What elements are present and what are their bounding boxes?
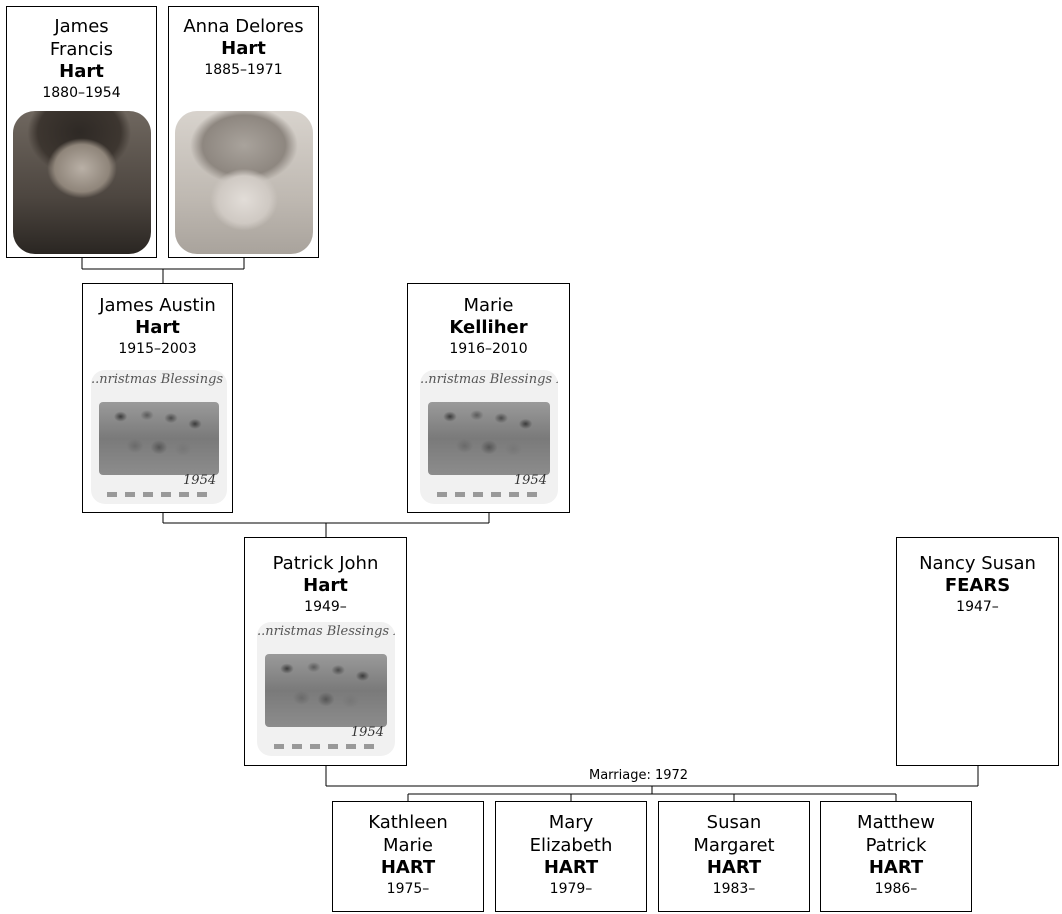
- family-photo: ..nristmas Blessings Be 1954: [257, 622, 395, 756]
- life-years: 1979–: [549, 881, 593, 897]
- life-years: 1986–: [874, 881, 918, 897]
- person-card-patrick-john-hart[interactable]: Patrick John Hart 1949– ..nristmas Bless…: [244, 537, 407, 766]
- photo-names: [273, 744, 379, 750]
- photo-year: 1954: [350, 724, 384, 740]
- portrait-photo: [13, 111, 151, 254]
- surname: HART: [868, 857, 924, 878]
- surname: Hart: [221, 38, 266, 59]
- photo-names: [107, 492, 211, 498]
- photo-group: [428, 402, 550, 475]
- photo-year: 1954: [513, 472, 547, 488]
- person-card-james-francis-hart[interactable]: James Francis Hart 1880–1954: [6, 6, 157, 258]
- family-photo: ..nristmas Blessings Be 1954: [91, 370, 227, 504]
- life-years: 1947–: [956, 599, 999, 615]
- person-card-anna-delores-hart[interactable]: Anna Delores Hart 1885–1971: [168, 6, 319, 258]
- life-years: 1915–2003: [118, 341, 197, 357]
- surname: Hart: [59, 61, 104, 82]
- photo-group: [99, 402, 219, 475]
- portrait-photo: [175, 111, 313, 254]
- given-name: James Austin: [99, 295, 216, 316]
- person-card-kathleen-marie-hart[interactable]: Kathleen Marie HART 1975–: [332, 801, 484, 912]
- given-name: Marie: [463, 295, 514, 316]
- person-card-nancy-susan-fears[interactable]: Nancy Susan FEARS 1947–: [896, 537, 1059, 766]
- life-years: 1885–1971: [204, 62, 283, 78]
- surname: FEARS: [944, 575, 1011, 596]
- photo-names: [436, 492, 542, 498]
- photo-caption: ..nristmas Blessings Be: [257, 624, 395, 639]
- person-card-susan-margaret-hart[interactable]: Susan Margaret HART 1983–: [658, 801, 810, 912]
- surname: HART: [706, 857, 762, 878]
- given-name: Anna Delores: [183, 16, 304, 37]
- surname: Kelliher: [449, 317, 528, 338]
- surname: Hart: [135, 317, 180, 338]
- person-card-mary-elizabeth-hart[interactable]: Mary Elizabeth HART 1979–: [495, 801, 647, 912]
- person-card-matthew-patrick-hart[interactable]: Matthew Patrick HART 1986–: [820, 801, 972, 912]
- life-years: 1975–: [386, 881, 430, 897]
- surname: HART: [380, 857, 436, 878]
- given-name: Mary Elizabeth: [529, 812, 613, 856]
- given-name: Matthew Patrick: [857, 812, 935, 856]
- life-years: 1949–: [304, 599, 347, 615]
- marriage-label: Marriage: 1972: [587, 768, 691, 783]
- photo-group: [265, 654, 387, 727]
- given-name: Kathleen Marie: [368, 812, 448, 856]
- photo-year: 1954: [183, 472, 217, 488]
- given-name: Patrick John: [272, 553, 379, 574]
- person-card-marie-kelliher[interactable]: Marie Kelliher 1916–2010 ..nristmas Bles…: [407, 283, 570, 513]
- surname: Hart: [303, 575, 348, 596]
- given-name: James Francis: [49, 16, 114, 60]
- given-name: Nancy Susan: [919, 553, 1036, 574]
- life-years: 1983–: [712, 881, 756, 897]
- surname: HART: [543, 857, 599, 878]
- photo-caption: ..nristmas Blessings Be: [420, 372, 558, 387]
- given-name: Susan Margaret: [693, 812, 775, 856]
- person-card-james-austin-hart[interactable]: James Austin Hart 1915–2003 ..nristmas B…: [82, 283, 233, 513]
- life-years: 1916–2010: [449, 341, 528, 357]
- life-years: 1880–1954: [42, 85, 121, 101]
- photo-caption: ..nristmas Blessings Be: [91, 372, 227, 387]
- family-photo: ..nristmas Blessings Be 1954: [420, 370, 558, 504]
